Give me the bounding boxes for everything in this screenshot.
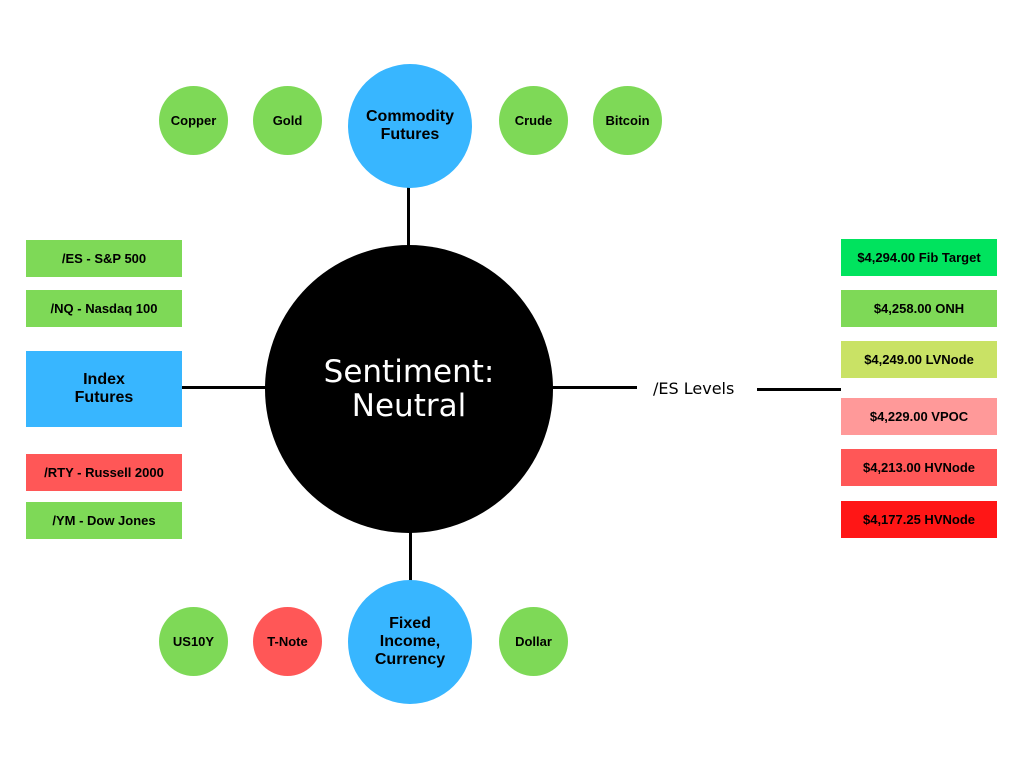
- ym-dow-jones-node: /YM - Dow Jones: [26, 502, 182, 539]
- fixed-income-currency-node: Fixed Income, Currency: [348, 580, 472, 704]
- nq-nasdaq100-node: /NQ - Nasdaq 100: [26, 290, 182, 327]
- connector-left: [182, 386, 267, 389]
- sentiment-value: Neutral: [351, 388, 467, 424]
- sentiment-label: Sentiment:: [323, 354, 495, 390]
- gold-node: Gold: [253, 86, 322, 155]
- fixed-income-label-1: Fixed: [389, 615, 431, 632]
- bitcoin-node: Bitcoin: [593, 86, 662, 155]
- index-futures-label-1: Index: [83, 371, 125, 388]
- index-futures-node: Index Futures: [26, 351, 182, 427]
- connector-top: [407, 186, 410, 246]
- level-hvnode-2: $4,177.25 HVNode: [841, 501, 997, 538]
- sentiment-center-node: Sentiment: Neutral: [265, 245, 553, 533]
- copper-node: Copper: [159, 86, 228, 155]
- us10y-node: US10Y: [159, 607, 228, 676]
- level-lvnode: $4,249.00 LVNode: [841, 341, 997, 378]
- t-note-node: T-Note: [253, 607, 322, 676]
- connector-bottom: [409, 532, 412, 582]
- es-sp500-node: /ES - S&P 500: [26, 240, 182, 277]
- level-hvnode-1: $4,213.00 HVNode: [841, 449, 997, 486]
- level-onh: $4,258.00 ONH: [841, 290, 997, 327]
- rty-russell2000-node: /RTY - Russell 2000: [26, 454, 182, 491]
- index-futures-label-2: Futures: [74, 389, 134, 406]
- dollar-node: Dollar: [499, 607, 568, 676]
- crude-node: Crude: [499, 86, 568, 155]
- level-fib-target: $4,294.00 Fib Target: [841, 239, 997, 276]
- connector-levels: [757, 388, 841, 391]
- fixed-income-label-2: Income,: [379, 633, 441, 650]
- fixed-income-label-3: Currency: [374, 651, 446, 668]
- commodity-futures-node: Commodity Futures: [348, 64, 472, 188]
- es-levels-label: /ES Levels: [653, 379, 735, 398]
- connector-right: [550, 386, 637, 389]
- commodity-futures-label-2: Futures: [380, 126, 440, 143]
- level-vpoc: $4,229.00 VPOC: [841, 398, 997, 435]
- commodity-futures-label-1: Commodity: [366, 108, 454, 125]
